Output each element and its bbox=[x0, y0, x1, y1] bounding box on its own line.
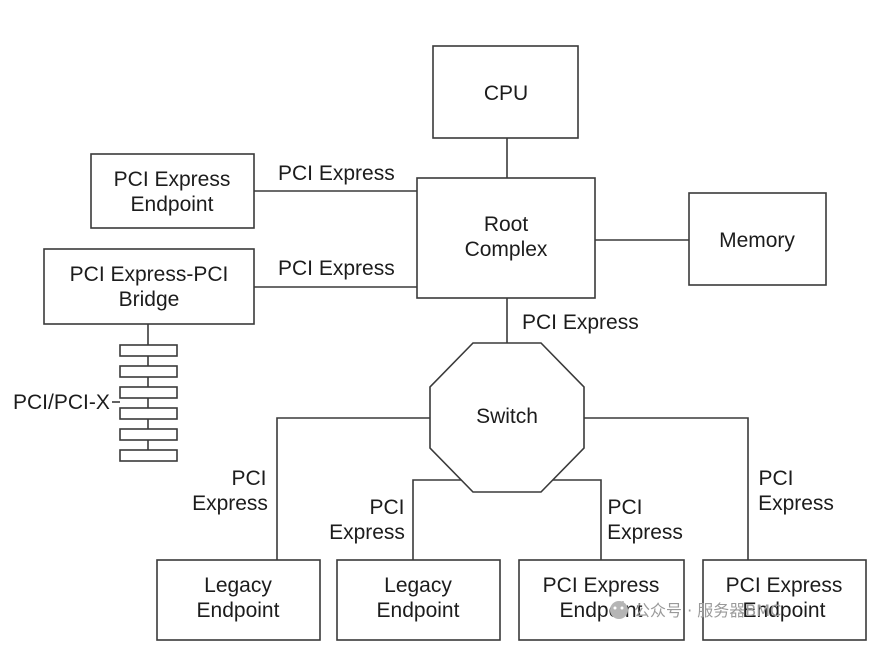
link-label-root-switch: PCI Express bbox=[522, 311, 639, 334]
legacy-endpoint-2-box: Legacy Endpoint bbox=[336, 559, 501, 641]
link-label-legacy-2-line1: PCI bbox=[369, 496, 404, 519]
root-complex-box: Root Complex bbox=[416, 177, 596, 299]
watermark: 公众号 · 服务器BMC bbox=[610, 601, 781, 620]
legacy-endpoint-1-line1: Legacy bbox=[204, 574, 272, 597]
pcie-endpoint-bottom-2-line2: Endpoint bbox=[743, 599, 826, 622]
cpu-label: CPU bbox=[484, 82, 528, 105]
link-label-pcie-1-line1: PCI bbox=[607, 496, 642, 519]
memory-label: Memory bbox=[719, 229, 795, 252]
pcie-pci-bridge-line2: Bridge bbox=[119, 288, 180, 311]
wire-switch-pcie-1 bbox=[541, 479, 602, 560]
pcie-endpoint-bottom-1-box: PCI Express Endpoint bbox=[518, 559, 685, 641]
root-complex-label-line2: Complex bbox=[465, 238, 548, 261]
link-label-endpoint-root: PCI Express bbox=[278, 162, 395, 185]
legacy-endpoint-2-line1: Legacy bbox=[384, 574, 452, 597]
wire-switch-legacy-1 bbox=[276, 417, 430, 560]
wechat-logo-icon bbox=[610, 601, 628, 619]
pcie-pci-bridge-line1: PCI Express-PCI bbox=[70, 263, 229, 286]
root-complex-label-line1: Root bbox=[484, 213, 529, 236]
wire-switch-legacy-2 bbox=[412, 479, 473, 560]
wire-switch-pcie-2 bbox=[584, 417, 749, 560]
link-label-legacy-1-line1: PCI bbox=[231, 467, 266, 490]
pci-bus bbox=[112, 324, 178, 462]
pci-bus-label: PCI/PCI-X bbox=[13, 391, 110, 414]
link-label-legacy-2-line2: Express bbox=[329, 521, 405, 544]
pcie-endpoint-top-box: PCI Express Endpoint bbox=[90, 153, 255, 229]
pcie-endpoint-bottom-2-box: PCI Express Endpoint bbox=[702, 559, 867, 641]
pcie-endpoint-top-line1: PCI Express bbox=[114, 168, 231, 191]
pcie-endpoint-bottom-1-line1: PCI Express bbox=[543, 574, 660, 597]
link-label-bridge-root: PCI Express bbox=[278, 257, 395, 280]
pcie-endpoint-top-line2: Endpoint bbox=[131, 193, 214, 216]
memory-box: Memory bbox=[688, 192, 827, 286]
pcie-endpoint-bottom-2-line1: PCI Express bbox=[726, 574, 843, 597]
legacy-endpoint-1-box: Legacy Endpoint bbox=[156, 559, 321, 641]
pcie-endpoint-bottom-1-line2: Endpoint bbox=[560, 599, 643, 622]
cpu-box: CPU bbox=[432, 45, 579, 139]
link-label-pcie-2-line1: PCI bbox=[758, 467, 793, 490]
link-label-legacy-1-line2: Express bbox=[192, 492, 268, 515]
pcie-pci-bridge-box: PCI Express-PCI Bridge bbox=[43, 248, 255, 325]
switch-label: Switch bbox=[476, 405, 538, 428]
watermark-text: 公众号 · 服务器BMC bbox=[634, 601, 781, 620]
link-label-pcie-1-line2: Express bbox=[607, 521, 683, 544]
legacy-endpoint-1-line2: Endpoint bbox=[197, 599, 280, 622]
switch-octagon: Switch bbox=[429, 342, 585, 493]
legacy-endpoint-2-line2: Endpoint bbox=[377, 599, 460, 622]
link-label-pcie-2-line2: Express bbox=[758, 492, 834, 515]
